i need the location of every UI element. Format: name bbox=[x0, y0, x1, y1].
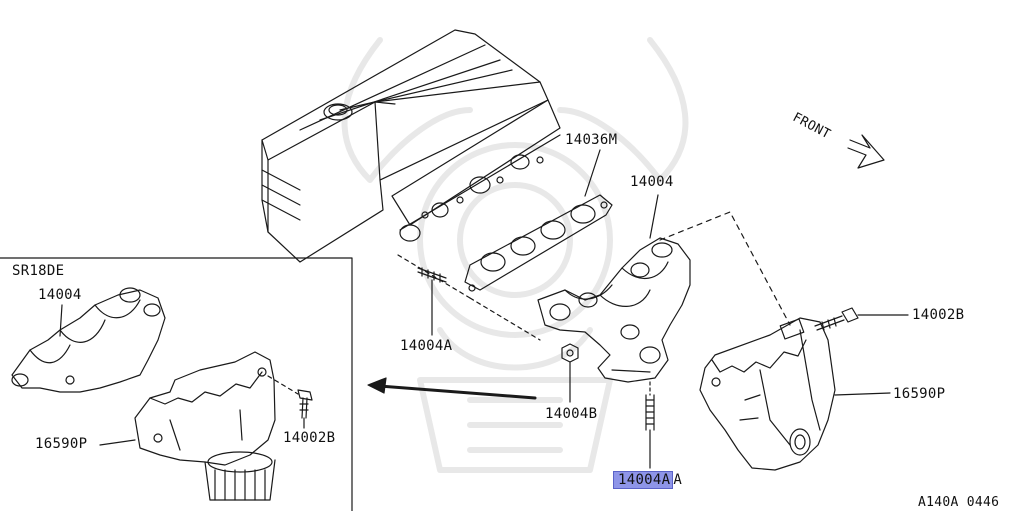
label-nut[interactable]: 14004B bbox=[545, 406, 598, 422]
stud-left[interactable] bbox=[417, 267, 447, 336]
cylinder-head bbox=[261, 29, 561, 263]
leader-heat-shield bbox=[834, 392, 891, 396]
label-stud-left[interactable]: 14004A bbox=[400, 338, 453, 354]
label-inset-manifold[interactable]: 14004 bbox=[38, 287, 82, 303]
leader-inset-manifold bbox=[59, 304, 63, 337]
watermark-emblem bbox=[341, 37, 689, 473]
dashed-manifold-line bbox=[469, 297, 541, 341]
inset-heat-shield[interactable] bbox=[134, 351, 276, 466]
inset-title: SR18DE bbox=[12, 263, 65, 279]
inset-catalyst bbox=[204, 451, 276, 501]
selected-part-suffix: A bbox=[673, 472, 683, 488]
inset-frame bbox=[0, 257, 353, 511]
leader-gasket bbox=[584, 149, 601, 197]
dashed-shield-line bbox=[659, 211, 791, 326]
selected-part-highlight[interactable]: 14004A bbox=[613, 471, 674, 489]
label-bolt[interactable]: 14002B bbox=[912, 307, 965, 323]
front-arrow-icon bbox=[847, 134, 885, 169]
label-heat-shield[interactable]: 16590P bbox=[893, 386, 946, 402]
dashed-stud-line bbox=[397, 254, 471, 299]
leader-manifold bbox=[649, 194, 659, 239]
label-manifold[interactable]: 14004 bbox=[630, 174, 674, 190]
inset-bolt[interactable] bbox=[297, 389, 313, 429]
label-inset-heat-shield[interactable]: 16590P bbox=[35, 436, 88, 452]
exhaust-gasket[interactable] bbox=[464, 194, 613, 292]
label-inset-bolt[interactable]: 14002B bbox=[283, 430, 336, 446]
inset-exhaust-manifold[interactable] bbox=[11, 287, 166, 393]
leader-inset-heat-shield bbox=[99, 439, 136, 446]
exhaust-manifold[interactable] bbox=[537, 237, 691, 383]
stud-lower[interactable] bbox=[645, 381, 655, 469]
nut[interactable] bbox=[561, 343, 579, 403]
figure-code: A140A 0446 bbox=[918, 495, 1000, 510]
dashed-inset-bolt-line bbox=[267, 375, 299, 395]
label-gasket[interactable]: 14036M bbox=[565, 132, 618, 148]
bolt[interactable] bbox=[814, 307, 859, 331]
inset-pointer-arrow bbox=[367, 377, 537, 400]
heat-shield[interactable] bbox=[699, 317, 836, 471]
